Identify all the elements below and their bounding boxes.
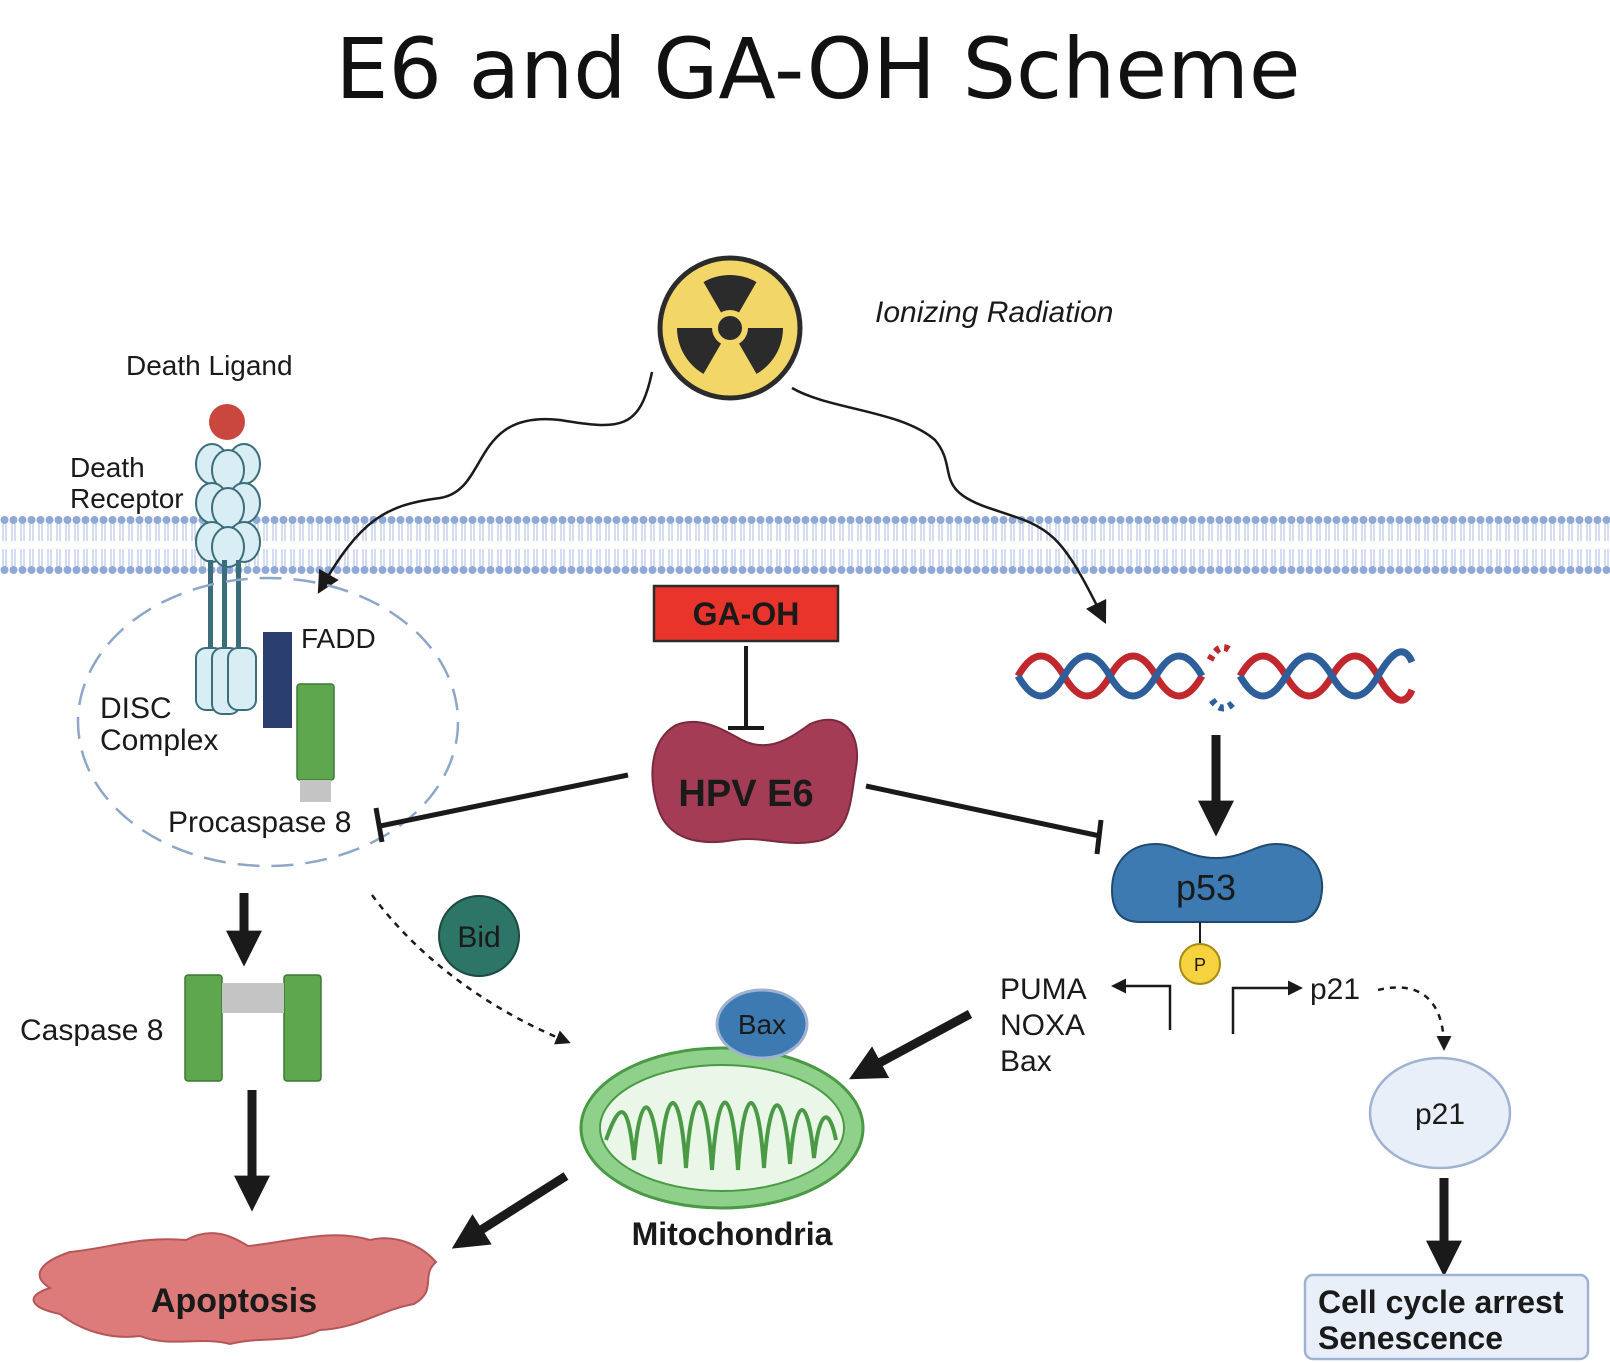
senescence-label: Senescence: [1318, 1320, 1503, 1356]
p21-protein-label: p21: [1415, 1098, 1465, 1131]
fadd-label: FADD: [301, 623, 376, 654]
disc-complex-label-line1: DISC: [100, 692, 172, 725]
puma-to-mitochondria-arrow: [848, 1010, 973, 1080]
caspase-8-protein: [184, 974, 322, 1082]
cell-cycle-arrest-box: [1303, 1273, 1590, 1361]
p53-label: p53: [1176, 867, 1236, 908]
p21-protein: [1368, 1056, 1512, 1170]
p21-gene-to-protein-arrow: [1377, 986, 1452, 1051]
bid-label: Bid: [457, 921, 500, 954]
transcription-arrow-left: [1111, 978, 1172, 1030]
phosphate-label: P: [1194, 955, 1206, 975]
bax-gene-label: Bax: [1000, 1045, 1052, 1078]
death-receptor-label-line2: Receptor: [70, 483, 184, 514]
disc-complex-label-line2: Complex: [100, 724, 218, 757]
disc-complex-boundary: [76, 576, 460, 868]
dna-helix: [1014, 644, 1416, 712]
hpv-e6-label: HPV E6: [678, 773, 813, 815]
bid-protein: [438, 895, 520, 977]
fadd-protein: [263, 632, 292, 728]
radiation-to-dna-arrow: [791, 386, 1107, 625]
procaspase-8-label: Procaspase 8: [168, 806, 351, 839]
ionizing-radiation-label: Ionizing Radiation: [875, 296, 1114, 329]
apoptosis-label: Apoptosis: [151, 1282, 317, 1320]
transcription-arrow-right: [1231, 980, 1303, 1034]
diagram-title: E6 and GA-OH Scheme: [335, 20, 1300, 118]
ga-oh-box: [652, 584, 840, 643]
death-receptor-label-line1: Death: [70, 452, 145, 483]
cell-cycle-arrest-label: Cell cycle arrest: [1318, 1284, 1564, 1320]
e6-inhibits-p53: [865, 783, 1104, 855]
e6-inhibits-procaspase-8: [373, 772, 629, 843]
noxa-label: NOXA: [1000, 1009, 1085, 1042]
procaspase-to-mitochondria-arrow: [370, 894, 571, 1045]
radiation-icon: [657, 255, 803, 401]
bax-protein: [715, 988, 809, 1060]
p53-protein: [1110, 842, 1324, 923]
death-ligand-label: Death Ligand: [126, 350, 293, 381]
mitochondria-label: Mitochondria: [632, 1216, 833, 1252]
bax-protein-label: Bax: [738, 1009, 786, 1040]
cell-membrane: [0, 515, 1610, 575]
ga-oh-inhibits-e6: [728, 646, 764, 730]
radiation-to-disc-arrow: [317, 371, 654, 594]
mitochondria-organelle: [579, 1046, 865, 1210]
death-receptor: [195, 443, 261, 715]
ga-oh-label: GA-OH: [693, 596, 800, 632]
puma-label: PUMA: [1000, 973, 1087, 1006]
mitochondria-to-apoptosis-arrow: [451, 1172, 569, 1249]
caspase-8-label: Caspase 8: [20, 1014, 163, 1047]
death-ligand: [209, 404, 245, 440]
procaspase-8-protein: [296, 683, 335, 802]
p21-gene-label: p21: [1310, 973, 1360, 1006]
apoptosis-cell: [32, 1232, 438, 1346]
phosphate-group: [1179, 943, 1221, 985]
hpv-e6-protein: [651, 718, 859, 844]
